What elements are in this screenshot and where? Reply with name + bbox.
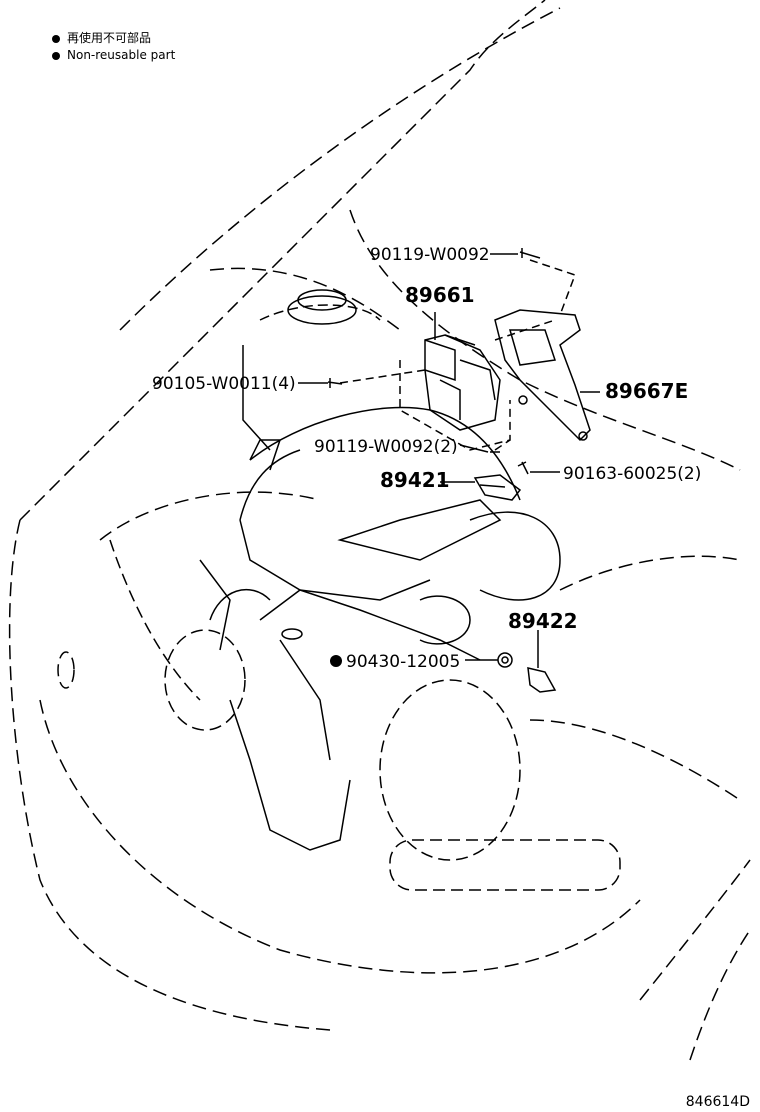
ecu-bracket <box>494 309 591 442</box>
legend-text-en: Non-reusable part <box>67 48 176 62</box>
non-reusable-dot-icon <box>330 655 342 667</box>
legend-text-jp: 再使用不可部品 <box>67 31 152 45</box>
part-label-89661: 89661 <box>405 283 475 307</box>
part-label-89667E: 89667E <box>605 379 688 403</box>
bolts <box>327 248 541 475</box>
part-label-90430-12005: 90430-12005 <box>346 652 460 672</box>
leader-lines <box>242 253 600 668</box>
legend: 再使用不可部品 Non-reusable part <box>52 30 175 64</box>
non-reusable-dot-icon <box>52 34 60 43</box>
map-sensor <box>473 474 522 501</box>
grille-and-lamps <box>57 539 621 891</box>
part-label-90105-W0011: 90105-W0011(4) <box>152 374 296 394</box>
engine-assembly <box>199 406 561 851</box>
part-labels: 90119-W0092 89661 90105-W0011(4) 89667E … <box>152 245 701 672</box>
ecu-module <box>424 334 501 431</box>
part-label-90119-W0092: 90119-W0092 <box>370 245 490 265</box>
vehicle-body-outline <box>8 0 751 1061</box>
non-reusable-dot-icon <box>52 51 60 60</box>
part-label-90163-60025: 90163-60025(2) <box>563 464 701 484</box>
diagram-code: 846614D <box>685 1094 750 1110</box>
part-label-89421: 89421 <box>380 468 450 492</box>
part-label-89422: 89422 <box>508 609 578 633</box>
part-label-90119-W0092-2: 90119-W0092(2) <box>314 437 458 457</box>
legend-item-jp: 再使用不可部品 <box>52 30 175 47</box>
legend-item-en: Non-reusable part <box>52 47 175 64</box>
strut-tower <box>259 289 381 325</box>
temp-sensor <box>497 652 557 693</box>
